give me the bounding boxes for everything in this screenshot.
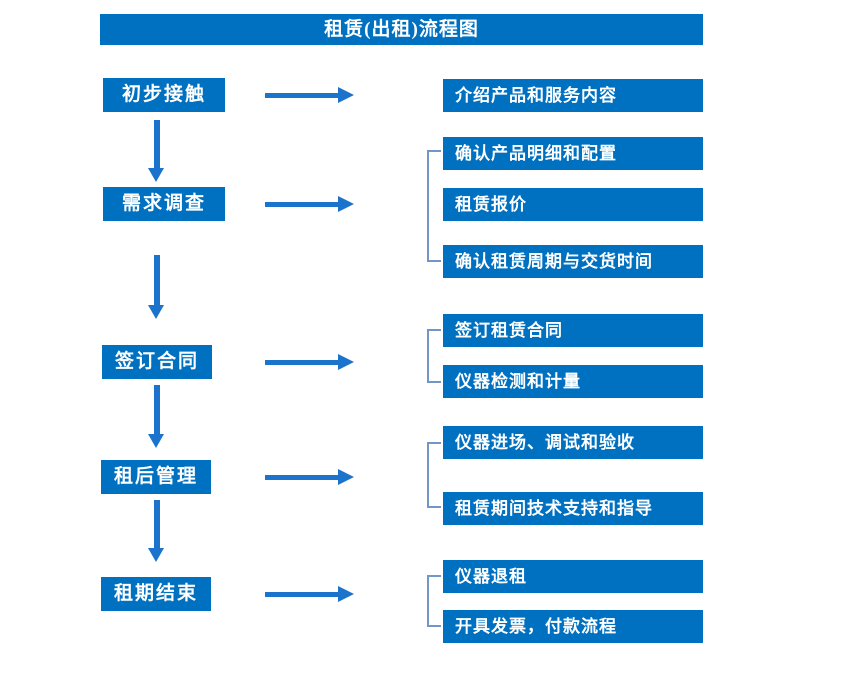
bracket-line <box>427 329 429 383</box>
bracket-tick <box>427 150 441 152</box>
bracket-tick <box>427 506 441 508</box>
right-arrow-icon <box>265 196 354 212</box>
arrow-head <box>338 87 354 103</box>
group-bracket-icon <box>427 442 441 508</box>
arrow-head <box>338 469 354 485</box>
arrow-head <box>338 354 354 370</box>
arrow-shaft <box>265 92 339 98</box>
arrow-shaft <box>153 500 160 548</box>
down-arrow-icon <box>148 500 165 562</box>
arrow-head <box>148 168 164 182</box>
group-bracket-icon <box>427 575 441 627</box>
stage-box-demand-survey: 需求调查 <box>103 187 225 221</box>
right-arrow-icon <box>265 586 354 602</box>
arrow-shaft <box>265 474 339 480</box>
bracket-line <box>427 442 429 508</box>
detail-box-invoice-payment: 开具发票，付款流程 <box>443 610 703 643</box>
group-bracket-icon <box>427 150 441 262</box>
group-bracket-icon <box>427 329 441 383</box>
detail-box-tech-support: 租赁期间技术支持和指导 <box>443 492 703 525</box>
arrow-shaft <box>153 120 160 168</box>
right-arrow-icon <box>265 469 354 485</box>
right-arrow-icon <box>265 354 354 370</box>
detail-box-rental-quote: 租赁报价 <box>443 188 703 221</box>
arrow-head <box>148 548 164 562</box>
arrow-shaft <box>265 591 339 597</box>
bracket-line <box>427 575 429 627</box>
arrow-shaft <box>153 385 160 434</box>
detail-box-instrument-testing: 仪器检测和计量 <box>443 365 703 398</box>
bracket-line <box>427 150 429 262</box>
arrow-head <box>338 196 354 212</box>
down-arrow-icon <box>148 120 165 182</box>
detail-box-sign-rental-contract: 签订租赁合同 <box>443 314 703 347</box>
bracket-tick <box>427 381 441 383</box>
bracket-tick <box>427 329 441 331</box>
stage-box-sign-contract: 签订合同 <box>102 345 212 379</box>
arrow-shaft <box>265 359 339 365</box>
bracket-tick <box>427 625 441 627</box>
stage-box-initial-contact: 初步接触 <box>103 78 225 112</box>
arrow-head <box>148 305 164 319</box>
detail-box-instrument-return: 仪器退租 <box>443 560 703 593</box>
stage-box-post-rental-management: 租后管理 <box>101 460 211 494</box>
down-arrow-icon <box>148 255 165 319</box>
detail-box-instrument-setup: 仪器进场、调试和验收 <box>443 426 703 459</box>
detail-box-introduce-products: 介绍产品和服务内容 <box>443 79 703 112</box>
bracket-tick <box>427 442 441 444</box>
arrow-head <box>338 586 354 602</box>
stage-box-rental-end: 租期结束 <box>101 577 211 611</box>
detail-box-confirm-period: 确认租赁周期与交货时间 <box>443 245 703 278</box>
arrow-head <box>148 434 164 448</box>
bracket-tick <box>427 575 441 577</box>
detail-box-confirm-product-spec: 确认产品明细和配置 <box>443 137 703 170</box>
down-arrow-icon <box>148 385 165 448</box>
arrow-shaft <box>153 255 160 305</box>
flowchart-title: 租赁(出租)流程图 <box>100 14 703 45</box>
bracket-tick <box>427 260 441 262</box>
arrow-shaft <box>265 201 339 207</box>
right-arrow-icon <box>265 87 354 103</box>
